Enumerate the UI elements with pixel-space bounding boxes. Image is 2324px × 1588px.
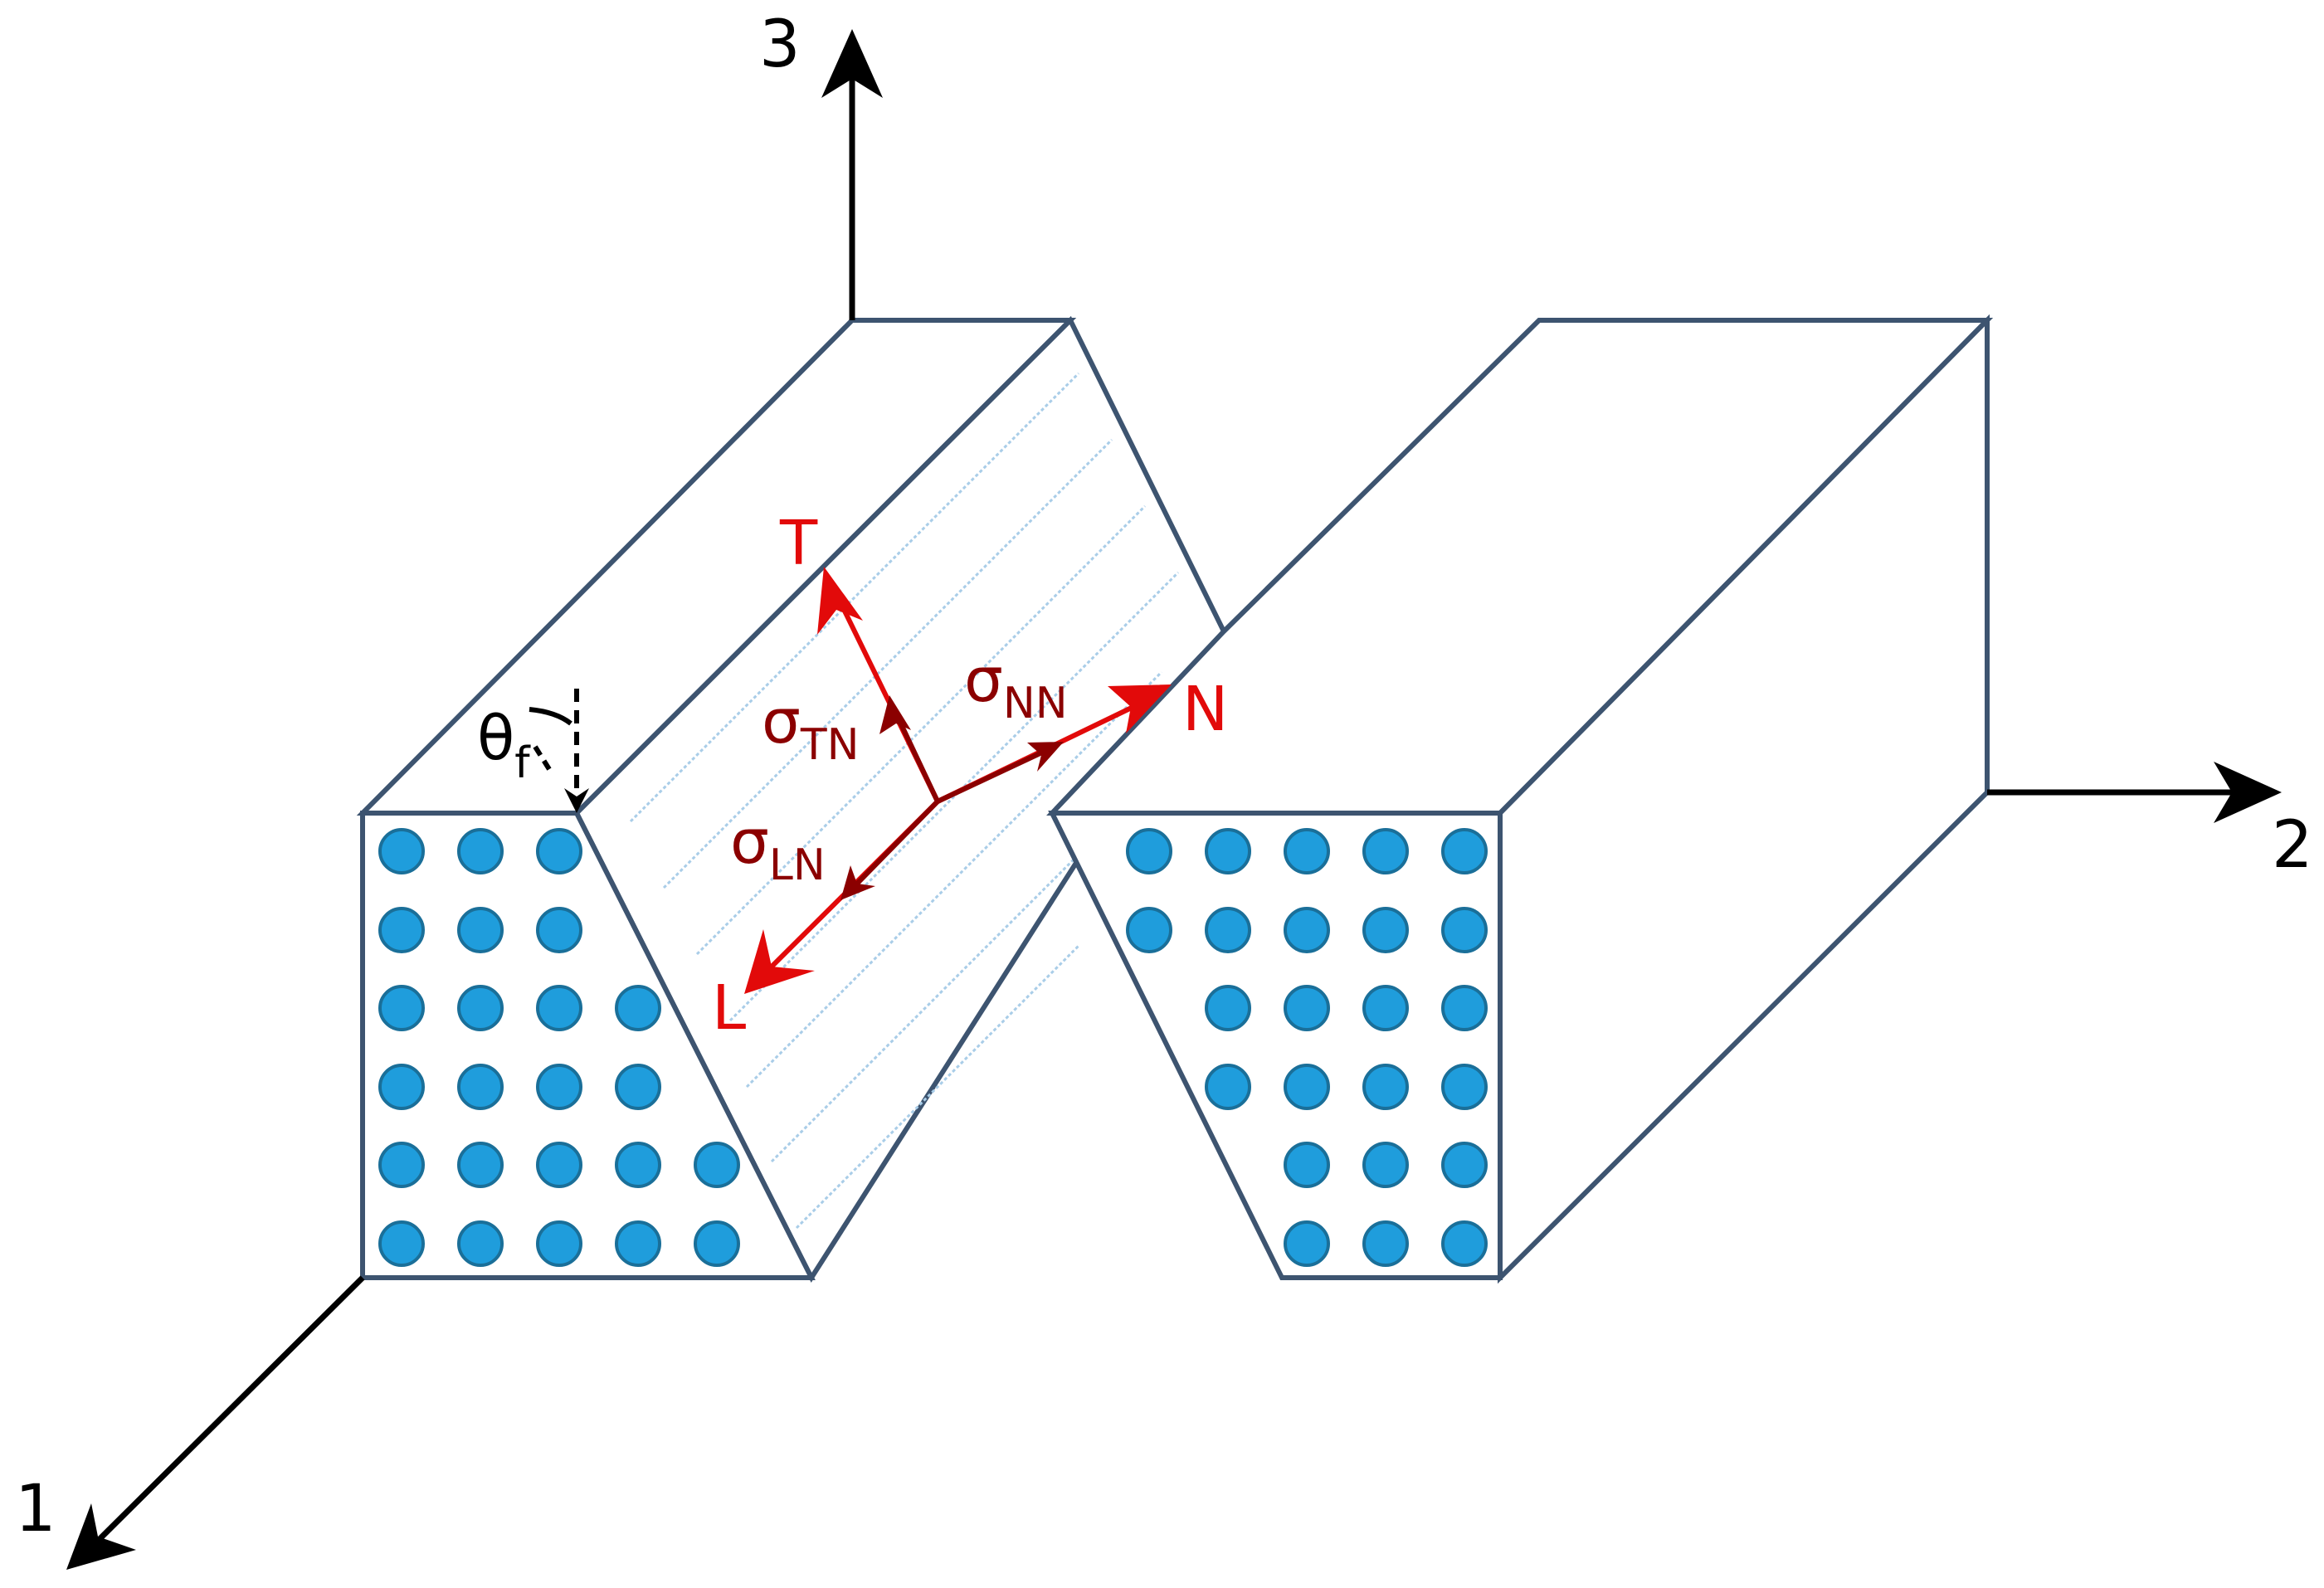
fiber-left <box>536 985 582 1031</box>
angle-arrowhead <box>564 788 589 813</box>
sigma-LN-symbol: σ <box>730 806 769 878</box>
fiber-right <box>1441 985 1488 1031</box>
sigma-TN-subscript: TN <box>800 720 860 770</box>
fiber-left <box>536 907 582 953</box>
fiber-left <box>378 828 425 874</box>
fiber-left <box>615 1220 661 1267</box>
fiber-left <box>457 828 504 874</box>
angle-arc <box>529 707 572 726</box>
right-block <box>1046 314 1994 1284</box>
fiber-left <box>694 1220 740 1267</box>
fiber-left <box>615 1142 661 1188</box>
fracture-plane-hatching <box>629 372 1180 1230</box>
fiber-left <box>378 1220 425 1267</box>
axis-3-label: 3 <box>759 7 801 82</box>
T-label: T <box>779 508 818 579</box>
fiber-right <box>1441 907 1488 953</box>
fiber-left <box>615 985 661 1031</box>
local-coordinate-system: T N L σTN σNN σLN <box>712 508 1228 1044</box>
sigma-TN-label: σTN <box>762 686 860 770</box>
fiber-left <box>536 1220 582 1267</box>
theta-f-label: θf <box>477 703 531 788</box>
T-arrowhead <box>817 567 863 635</box>
fiber-right <box>1205 907 1251 953</box>
sigma-NN-arrowhead <box>1027 742 1064 772</box>
sigma-TN-symbol: σ <box>762 686 801 757</box>
sigma-LN-arrowhead <box>840 865 875 900</box>
N-arrowhead <box>1108 684 1172 733</box>
fiber-right <box>1284 907 1330 953</box>
L-arrowhead <box>744 929 815 994</box>
fiber-right <box>1362 1220 1409 1267</box>
axis-1-label: 1 <box>15 1472 56 1547</box>
fiber-right <box>1205 1064 1251 1110</box>
fiber-right <box>1362 828 1409 874</box>
angle-arc-lower <box>533 745 554 775</box>
fiber-left <box>457 1220 504 1267</box>
sigma-LN-label: σLN <box>730 806 826 890</box>
axis-1-arrowhead <box>66 1503 136 1570</box>
fiber-left <box>378 1142 425 1188</box>
fiber-right <box>1441 1220 1488 1267</box>
fiber-left <box>615 1064 661 1110</box>
fiber-right <box>1284 828 1330 874</box>
axis-3-arrowhead <box>821 29 883 98</box>
left-block-fibers <box>378 828 740 1267</box>
theta-symbol: θ <box>477 703 514 774</box>
sigma-NN-subscript: NN <box>1003 679 1068 728</box>
fiber-right <box>1362 985 1409 1031</box>
fiber-left <box>536 1142 582 1188</box>
fiber-right <box>1362 1064 1409 1110</box>
fiber-left <box>457 907 504 953</box>
axis-2-label: 2 <box>2272 808 2313 883</box>
sigma-NN-arrow <box>936 748 1047 804</box>
fiber-left <box>378 907 425 953</box>
fiber-left <box>694 1142 740 1188</box>
fiber-left <box>378 985 425 1031</box>
fiber-right <box>1362 1142 1409 1188</box>
N-label: N <box>1182 674 1228 745</box>
right-block-fibers <box>1126 828 1488 1267</box>
fiber-right <box>1441 1142 1488 1188</box>
fiber-left <box>378 1064 425 1110</box>
sigma-LN-arrow <box>852 799 940 889</box>
fiber-right <box>1284 1064 1330 1110</box>
fiber-left <box>536 828 582 874</box>
fiber-left <box>536 1064 582 1110</box>
fiber-right <box>1362 907 1409 953</box>
fiber-right <box>1441 1064 1488 1110</box>
axis-1-line <box>89 1275 365 1550</box>
fracture-angle: θf <box>477 689 589 813</box>
sigma-TN-arrowhead <box>879 695 911 734</box>
fiber-right <box>1126 907 1172 953</box>
fiber-right <box>1205 828 1251 874</box>
fiber-right <box>1284 1220 1330 1267</box>
sigma-NN-label: σNN <box>964 645 1068 728</box>
L-label: L <box>712 972 746 1044</box>
sigma-LN-subscript: LN <box>769 840 826 890</box>
fiber-right <box>1284 985 1330 1031</box>
fiber-right <box>1126 828 1172 874</box>
axis-2-arrowhead <box>2214 762 2282 823</box>
fiber-left <box>457 985 504 1031</box>
fiber-left <box>457 1064 504 1110</box>
coordinate-axes: 3 2 1 <box>15 7 2313 1570</box>
right-block-front-face <box>1048 811 1503 1280</box>
sigma-TN-arrow <box>894 712 940 803</box>
fiber-right <box>1205 985 1251 1031</box>
fiber-right <box>1441 828 1488 874</box>
sigma-NN-symbol: σ <box>964 645 1003 716</box>
theta-subscript: f <box>514 738 531 788</box>
fiber-right <box>1284 1142 1330 1188</box>
fiber-left <box>457 1142 504 1188</box>
